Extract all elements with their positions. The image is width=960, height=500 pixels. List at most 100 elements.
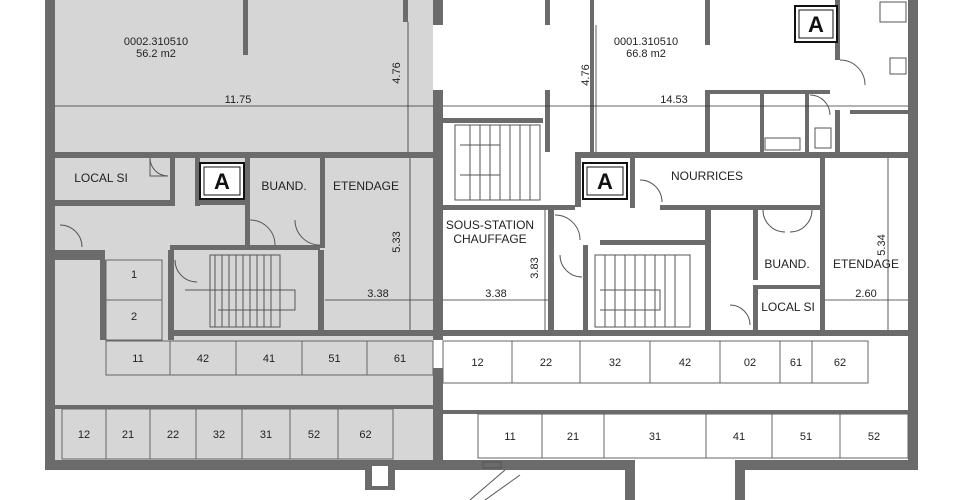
wall-ml-6 [170, 245, 320, 250]
wall-ml-7 [168, 250, 174, 340]
locker-number: 52 [308, 429, 320, 441]
marker-a-top-right-label: A [808, 12, 824, 37]
wall-ml-2 [195, 158, 200, 206]
locker-cell [811, 340, 869, 384]
wall-mr-10 [753, 289, 758, 335]
wall-mr-2 [630, 158, 635, 208]
central-wall-lower [433, 368, 443, 460]
wall-lockers-right [443, 410, 908, 414]
locker-number: 22 [540, 357, 552, 369]
locker-cell [705, 413, 773, 459]
wall-ml-9 [168, 330, 433, 336]
locker-number: 31 [649, 431, 661, 443]
ramp-line-2 [484, 474, 521, 500]
locker-number: 12 [78, 429, 90, 441]
outer-wall-bottom-stub [625, 460, 635, 500]
dim-2-60: 2.60 [855, 288, 876, 300]
locker-cell [579, 340, 651, 384]
locker-number: 02 [744, 357, 756, 369]
sink-fixture [764, 137, 801, 151]
locker-number: 32 [609, 357, 621, 369]
wall-tr-4 [705, 0, 710, 45]
ramp-line-1 [469, 469, 506, 500]
wall-tl-2 [403, 0, 408, 22]
locker-cell [839, 413, 909, 459]
marker-a-middle-label: A [597, 169, 613, 194]
wall-mr-4 [443, 205, 575, 210]
wc-fixture-3 [814, 127, 832, 149]
wall-tr-5 [705, 90, 710, 152]
wall-tr-8 [710, 90, 830, 94]
locker-number: 61 [790, 357, 802, 369]
locker-cell [719, 340, 781, 384]
locker-number: 62 [359, 429, 371, 441]
wall-ml-8 [318, 250, 324, 330]
room-buand-left: BUAND. [261, 179, 306, 193]
wall-mr-5 [660, 205, 820, 210]
wall-mr-8 [753, 210, 758, 280]
marker-a-left-label: A [214, 169, 230, 194]
doors [59, 59, 866, 326]
locker-cell [511, 340, 581, 384]
left-unit-area: 56.2 m2 [136, 48, 176, 60]
wall-ml-10 [55, 250, 105, 260]
wall-local-si-left [55, 200, 175, 206]
outer-wall-right [908, 0, 918, 460]
wc-fixture-2 [889, 57, 907, 75]
dim-14-53: 14.53 [660, 94, 688, 106]
dim-3-83: 3.83 [529, 257, 541, 278]
locker-column-left [105, 259, 163, 341]
wall-mr-6 [548, 205, 554, 335]
dim-5-34: 5.34 [876, 234, 888, 255]
stub-inner [372, 466, 388, 486]
room-etendage-right: ETENDAGE [833, 257, 899, 271]
locker-number: 11 [504, 431, 515, 443]
locker-number: 41 [733, 431, 745, 443]
marker-a-middle [582, 162, 628, 200]
locker-cell [289, 408, 339, 460]
wall-ml-4 [320, 158, 325, 248]
locker-cell [477, 413, 543, 459]
outer-wall-bottom-stub-2 [735, 460, 745, 500]
locker-number: 21 [567, 431, 579, 443]
room-buand-right: BUAND. [764, 257, 809, 271]
wall-stair-top [443, 118, 543, 123]
locker-cell [169, 340, 237, 376]
stair-middle [454, 124, 541, 201]
wall-mr-12 [600, 240, 705, 245]
right-unit-area: 66.8 m2 [626, 48, 666, 60]
left-unit-id: 0002.310510 [124, 36, 188, 48]
central-wall-mid [433, 90, 443, 340]
locker-number: 12 [471, 357, 483, 369]
wall-mr-7 [705, 210, 711, 335]
locker-cell [649, 340, 721, 384]
room-chauffage: CHAUFFAGE [453, 232, 526, 246]
stair-right [594, 254, 691, 328]
wall-tr-1 [545, 0, 550, 25]
marker-a-top-right [794, 5, 838, 43]
dim-11-75: 11.75 [225, 94, 252, 106]
wall-top-left-row [45, 152, 433, 158]
locker-cell [105, 340, 171, 376]
dim-4-76-right: 4.76 [580, 64, 592, 85]
locker-number: 32 [213, 429, 225, 441]
locker-number: 21 [122, 429, 134, 441]
wall-tr-7 [835, 110, 840, 152]
central-wall-upper [433, 0, 443, 25]
locker-cell [366, 340, 434, 376]
wall-mr-11 [443, 330, 908, 336]
stair-left [185, 254, 296, 328]
locker-cell [337, 408, 394, 460]
wall-mr-1 [575, 155, 581, 207]
room-sous-station: SOUS-STATION [446, 218, 534, 232]
dim-3-38-left: 3.38 [367, 288, 388, 300]
wall-lockers-bottom-left [55, 405, 433, 409]
marker-a-left [199, 162, 245, 200]
locker-number: 22 [167, 429, 179, 441]
wall-tr-10 [805, 90, 809, 152]
